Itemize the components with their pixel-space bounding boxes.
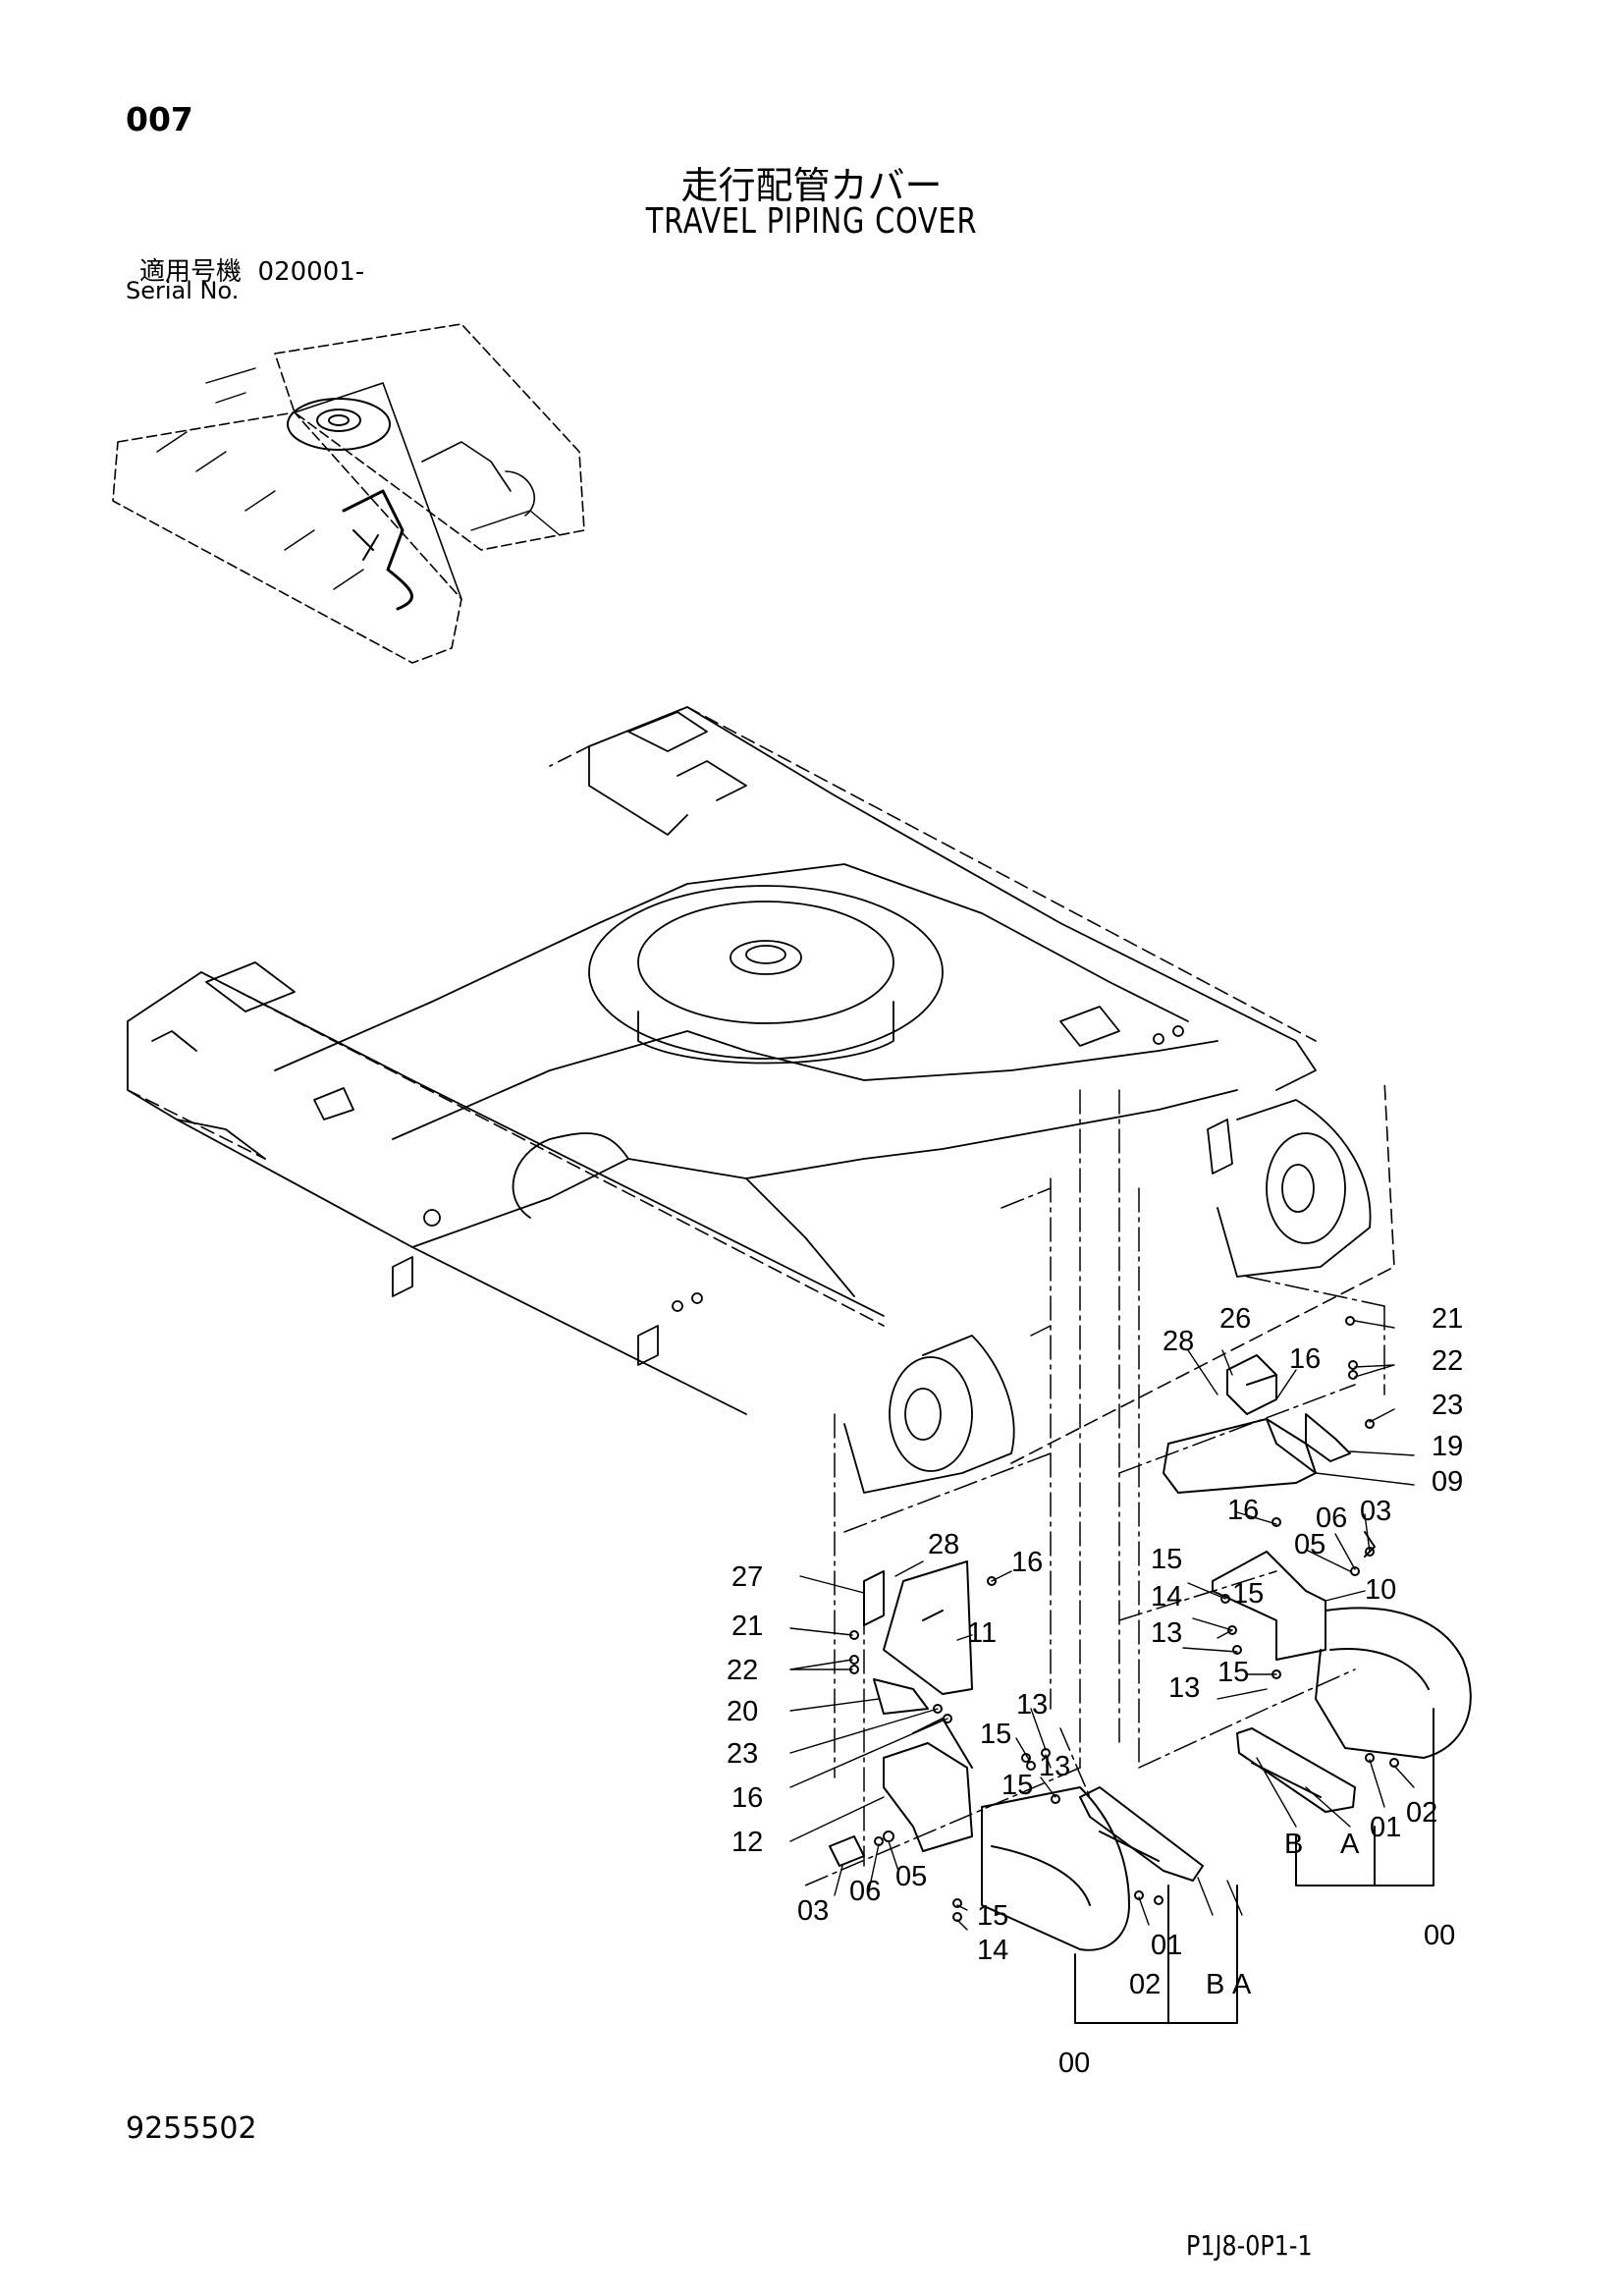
- callout-23: 23: [727, 1738, 758, 1770]
- callout-05: 05: [895, 1861, 927, 1892]
- callout-A: A: [1340, 1829, 1360, 1860]
- callout-15: 15: [1001, 1770, 1033, 1801]
- callout-labels: 26 28 16 21 22 23 19 09 16 06 03 05 15 1…: [727, 1303, 1463, 2079]
- page-title-japanese: 走行配管カバー: [680, 164, 943, 207]
- callout-23: 23: [1432, 1390, 1463, 1421]
- callout-15: 15: [1151, 1544, 1182, 1575]
- callout-14: 14: [977, 1935, 1008, 1966]
- sheet-code: P1J8-0P1-1: [1186, 2229, 1313, 2262]
- callout-01: 01: [1151, 1930, 1182, 1961]
- leader-lines: [789, 1320, 1415, 1931]
- overview-thumbnail: [112, 323, 585, 664]
- callout-02: 02: [1406, 1797, 1437, 1829]
- callout-00: 00: [1424, 1920, 1455, 1951]
- callout-28: 28: [928, 1529, 959, 1560]
- callout-03: 03: [1360, 1496, 1391, 1527]
- callout-06: 06: [1316, 1503, 1347, 1534]
- callout-21: 21: [1432, 1303, 1463, 1335]
- document-number: 9255502: [126, 2111, 257, 2146]
- callout-20: 20: [727, 1696, 758, 1727]
- page-number: 007: [126, 100, 193, 138]
- callout-16: 16: [1289, 1343, 1321, 1375]
- callout-13: 13: [1039, 1751, 1070, 1782]
- callout-14: 14: [1151, 1581, 1182, 1613]
- callout-B: B: [1284, 1829, 1303, 1860]
- callout-16: 16: [731, 1782, 763, 1814]
- callout-21: 21: [731, 1611, 763, 1642]
- callout-02: 02: [1129, 1969, 1161, 2000]
- hidden-track-lines: [127, 706, 1395, 1464]
- callout-26: 26: [1219, 1303, 1251, 1335]
- callout-27: 27: [731, 1561, 763, 1593]
- callout-15: 15: [1232, 1578, 1264, 1610]
- callout-10: 10: [1365, 1574, 1396, 1606]
- callout-16: 16: [1011, 1547, 1043, 1578]
- callout-19: 19: [1432, 1431, 1463, 1462]
- callout-06: 06: [849, 1876, 881, 1907]
- callout-05: 05: [1294, 1529, 1325, 1560]
- callout-22: 22: [1432, 1345, 1463, 1377]
- callout-12: 12: [731, 1827, 763, 1858]
- serial-label-japanese: 適用号機 020001-: [139, 257, 365, 287]
- callout-00: 00: [1058, 2048, 1090, 2079]
- callout-B: B: [1206, 1969, 1224, 2000]
- undercarriage-frame: [127, 706, 1372, 1494]
- callout-A: A: [1232, 1969, 1252, 2000]
- callout-13: 13: [1016, 1689, 1048, 1721]
- callout-13: 13: [1168, 1672, 1200, 1704]
- callout-03: 03: [797, 1895, 829, 1927]
- callout-01: 01: [1370, 1812, 1401, 1843]
- cover-parts-left: [829, 1560, 1238, 2024]
- callout-22: 22: [727, 1655, 758, 1686]
- callout-15: 15: [977, 1900, 1008, 1932]
- callout-11: 11: [967, 1617, 997, 1649]
- cover-parts-right: [1163, 1316, 1472, 1886]
- phantom-lines: [804, 1089, 1385, 1886]
- callout-28: 28: [1163, 1326, 1194, 1357]
- callout-09: 09: [1432, 1466, 1463, 1498]
- page-title-english: TRAVEL PIPING COVER: [645, 201, 978, 242]
- callout-16: 16: [1227, 1495, 1259, 1526]
- serial-label-english: Serial No.: [126, 277, 240, 304]
- callout-15: 15: [980, 1719, 1011, 1750]
- callout-13: 13: [1151, 1617, 1182, 1649]
- callout-15: 15: [1217, 1657, 1249, 1688]
